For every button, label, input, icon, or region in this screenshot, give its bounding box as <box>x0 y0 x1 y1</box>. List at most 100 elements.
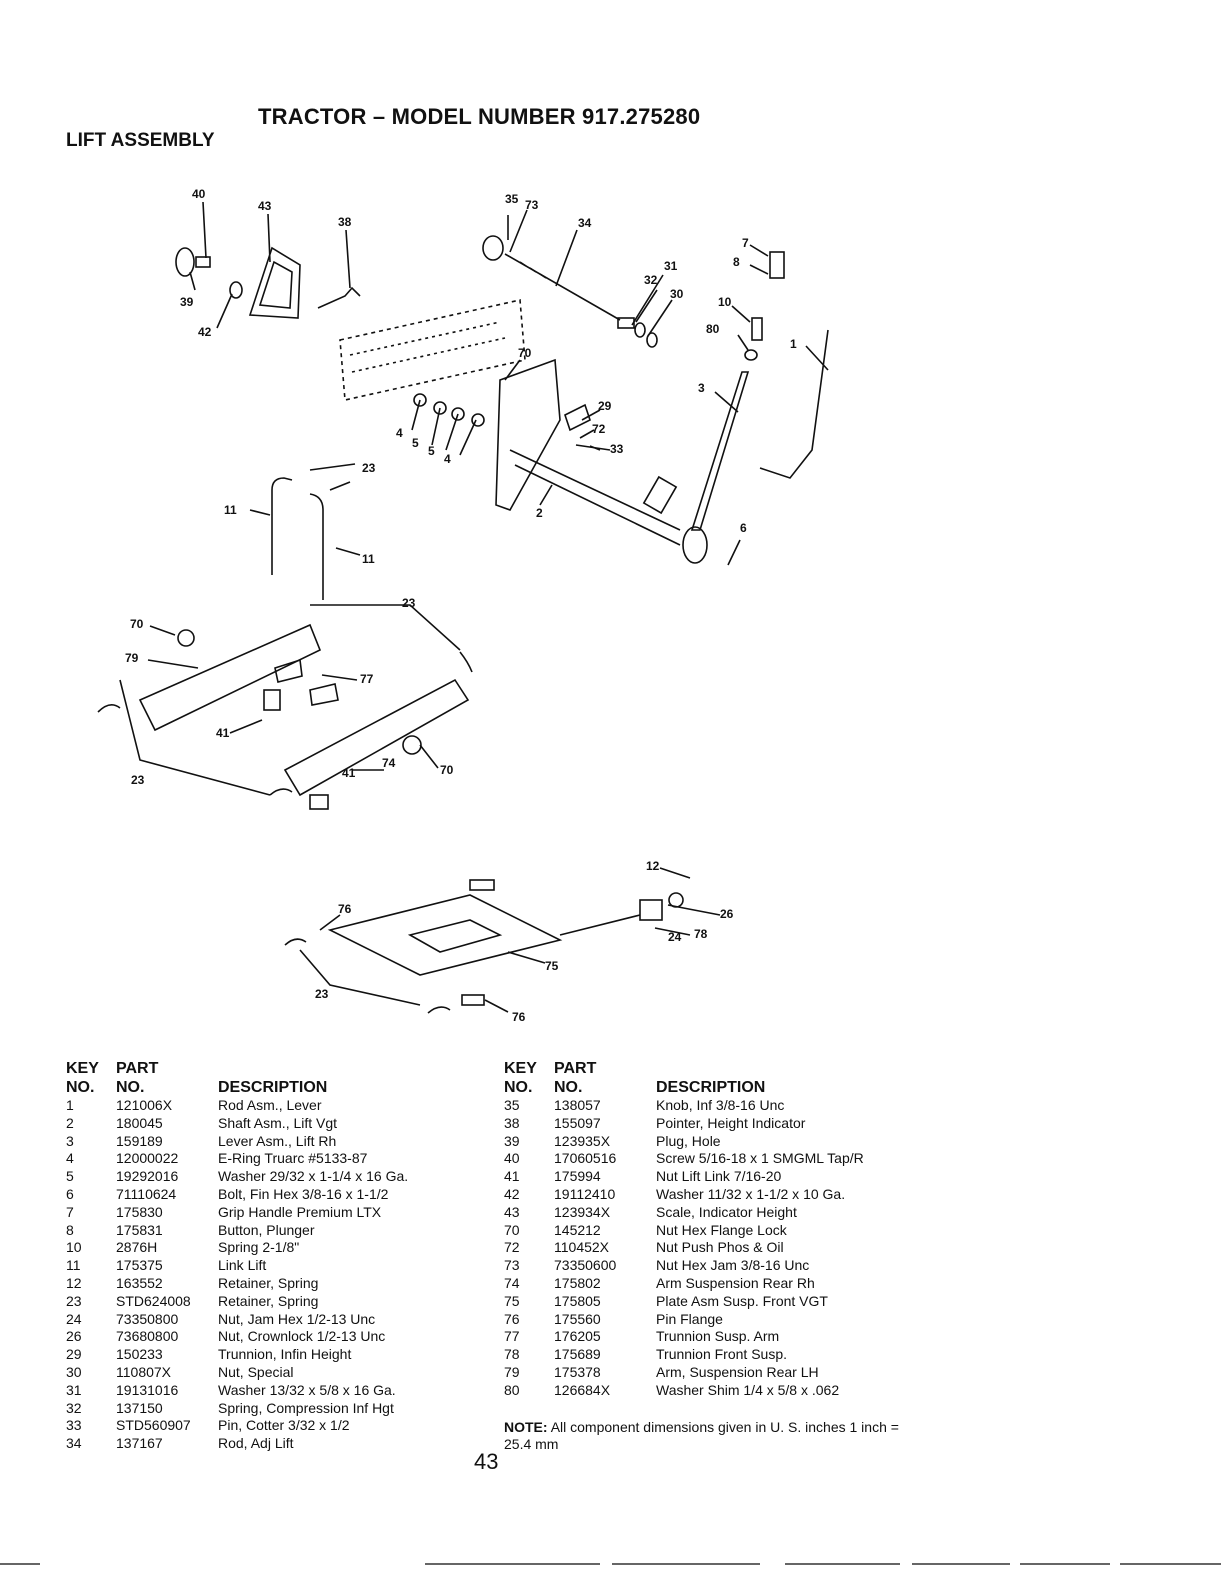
height-pointer-part <box>317 286 361 309</box>
lift-lever-part <box>690 371 750 531</box>
key-no: 41 <box>504 1168 520 1185</box>
key-no: 6 <box>66 1185 74 1202</box>
key-no: 32 <box>66 1399 82 1416</box>
description-header: DESCRIPTION <box>218 1079 328 1096</box>
key-no: 43 <box>504 1203 520 1220</box>
part-no: 159189 <box>116 1132 163 1149</box>
key-no: 70 <box>504 1221 520 1238</box>
compression-spring-part <box>617 317 635 329</box>
callout-80: 80 <box>706 322 720 336</box>
part-description: Pin Flange <box>656 1310 723 1327</box>
part-no: 137167 <box>116 1435 163 1452</box>
part-description: Nut Hex Flange Lock <box>656 1221 787 1238</box>
front-rod-part <box>559 914 641 936</box>
front-plate-part <box>327 894 563 976</box>
part-no: 73350600 <box>554 1257 617 1274</box>
rear-right-arm <box>283 678 470 797</box>
callout-70-low: 70 <box>440 763 454 777</box>
part-description: Grip Handle Premium LTX <box>218 1203 382 1220</box>
callout-35: 35 <box>505 192 519 206</box>
lift-link-left <box>271 477 293 575</box>
part-description: Retainer, Spring <box>218 1292 319 1309</box>
part-no: 19292016 <box>116 1168 179 1185</box>
callout-34: 34 <box>578 216 592 230</box>
part-description: Bolt, Fin Hex 3/8-16 x 1-1/2 <box>218 1185 389 1202</box>
key-no: 7 <box>66 1203 74 1220</box>
part-description: Arm, Suspension Rear LH <box>656 1363 819 1380</box>
callout-5-b: 5 <box>428 444 435 458</box>
key-no: 24 <box>66 1310 82 1327</box>
callout-24: 24 <box>668 930 682 944</box>
susp-trunnion <box>274 658 303 683</box>
part-no: 150233 <box>116 1346 163 1363</box>
note-label: NOTE: <box>504 1419 548 1435</box>
special-nut-part <box>646 332 658 348</box>
key-no: 74 <box>504 1274 520 1291</box>
part-no: 73350800 <box>116 1310 179 1327</box>
key-no: 76 <box>504 1310 520 1327</box>
part-no: 176205 <box>554 1328 601 1345</box>
part-header-line1: PART <box>116 1060 159 1077</box>
page-number: 43 <box>474 1449 499 1474</box>
callout-5-a: 5 <box>412 436 419 450</box>
lift-shaft-part <box>509 449 681 531</box>
scan-footer-lines <box>0 1563 1221 1565</box>
callout-72: 72 <box>592 422 606 436</box>
key-no: 2 <box>66 1114 74 1131</box>
key-no: 31 <box>66 1381 82 1398</box>
callout-77: 77 <box>360 672 374 686</box>
part-description: Spring, Compression Inf Hgt <box>218 1399 394 1416</box>
callout-23-d: 23 <box>315 987 329 1001</box>
part-no: 175802 <box>554 1274 601 1291</box>
part-description: Plate Asm Susp. Front VGT <box>656 1292 828 1309</box>
key-no: 10 <box>66 1239 82 1256</box>
part-no: 175375 <box>116 1257 163 1274</box>
key-no: 1 <box>66 1097 74 1113</box>
callout-41-b: 41 <box>342 766 356 780</box>
key-no: 35 <box>504 1097 520 1113</box>
part-no: 121006X <box>116 1097 173 1113</box>
key-no: 26 <box>66 1328 82 1345</box>
callout-26: 26 <box>720 907 734 921</box>
callout-23-a: 23 <box>362 461 376 475</box>
part-no: 180045 <box>116 1114 163 1131</box>
callout-4-a: 4 <box>396 426 403 440</box>
callout-43: 43 <box>258 199 272 213</box>
washer-part <box>229 281 243 299</box>
part-description: Pin, Cotter 3/32 x 1/2 <box>218 1417 350 1434</box>
callout-40: 40 <box>192 187 206 201</box>
part-description: Button, Plunger <box>218 1221 315 1238</box>
dimension-note: NOTE: All component dimensions given in … <box>504 1419 924 1453</box>
part-description: Pointer, Height Indicator <box>656 1114 806 1131</box>
part-no: 175831 <box>116 1221 163 1238</box>
callout-76-a: 76 <box>338 902 352 916</box>
note-text: All component dimensions given in U. S. … <box>504 1419 899 1452</box>
part-no: 175830 <box>116 1203 163 1220</box>
callout-11-a: 11 <box>224 503 237 517</box>
part-description: Shaft Asm., Lift Vgt <box>218 1114 338 1131</box>
lift-shaft-plate <box>495 358 561 511</box>
part-description: Trunnion Susp. Arm <box>656 1328 780 1345</box>
callout-31: 31 <box>664 259 678 273</box>
part-description: Lever Asm., Lift Rh <box>218 1132 337 1149</box>
part-header-line1: PART <box>554 1060 597 1077</box>
callout-4-b: 4 <box>444 452 451 466</box>
callout-23-c: 23 <box>131 773 145 787</box>
key-no: 29 <box>66 1346 82 1363</box>
part-description: Nut, Jam Hex 1/2-13 Unc <box>218 1310 376 1327</box>
key-no: 42 <box>504 1185 520 1202</box>
part-no: 19112410 <box>554 1185 616 1202</box>
callout-70-top: 70 <box>518 346 532 360</box>
key-no: 12 <box>66 1274 82 1291</box>
key-no: 5 <box>66 1168 74 1185</box>
part-no: 126684X <box>554 1381 611 1398</box>
callout-78: 78 <box>694 927 708 941</box>
part-no: 12000022 <box>116 1150 179 1167</box>
key-no: 8 <box>66 1221 74 1238</box>
part-description: Nut Push Phos & Oil <box>656 1239 784 1256</box>
callout-3: 3 <box>698 381 705 395</box>
part-description: Washer 13/32 x 5/8 x 16 Ga. <box>218 1381 396 1398</box>
part-description: Washer 29/32 x 1-1/4 x 16 Ga. <box>218 1168 409 1185</box>
part-description: Trunnion, Infin Height <box>218 1346 352 1363</box>
part-description: Arm Suspension Rear Rh <box>656 1274 815 1291</box>
